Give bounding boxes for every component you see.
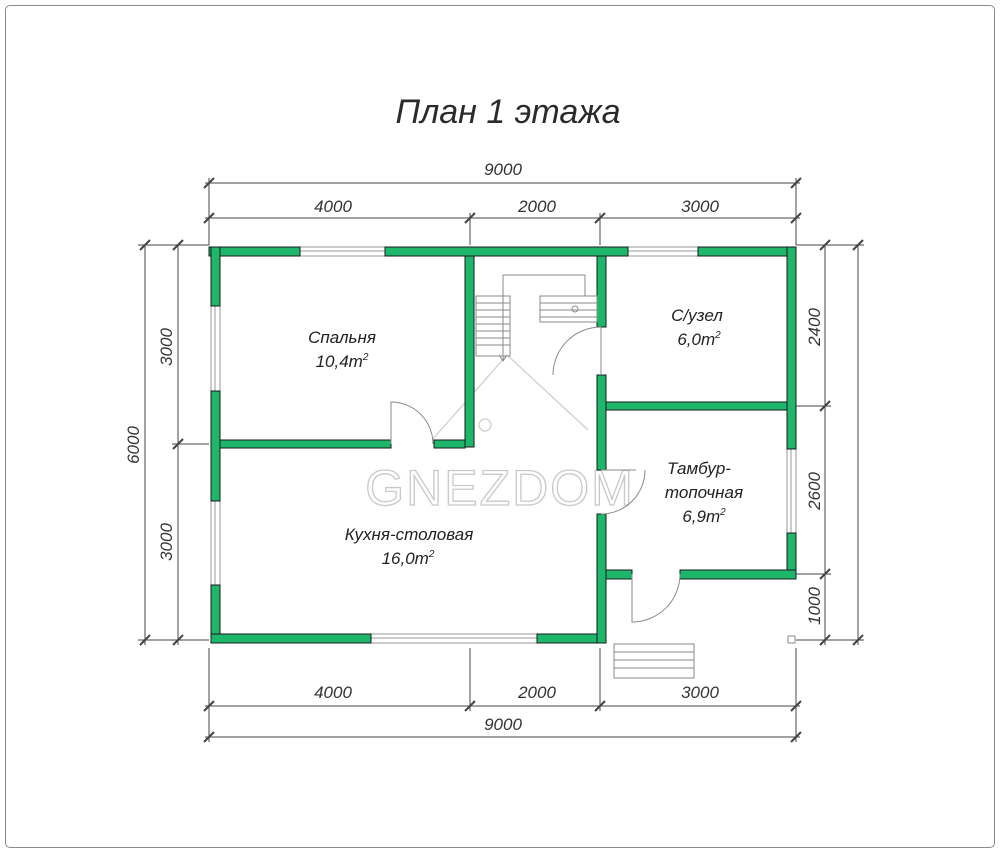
room-area: 6,0m2 <box>677 330 721 349</box>
door-swings <box>390 326 681 623</box>
room-name-line1: Тамбур- <box>667 459 731 478</box>
room-name: С/узел <box>671 306 723 325</box>
wall <box>210 390 221 502</box>
wall <box>596 255 607 328</box>
dim-top-total: 9000 <box>484 160 522 179</box>
porch-steps <box>613 635 796 679</box>
wall <box>605 569 633 580</box>
wall <box>433 439 466 449</box>
dim-bottom-total: 9000 <box>484 715 522 734</box>
wall <box>697 246 797 257</box>
drawing-frame <box>5 5 995 848</box>
wall <box>596 374 607 471</box>
wall <box>536 633 606 644</box>
watermark: GNEZDOM <box>365 354 635 517</box>
dim-bottom-seg-1: 4000 <box>314 683 352 702</box>
watermark-text: GNEZDOM <box>365 460 635 516</box>
room-boiler-vestibule: Тамбур- топочная 6,9m2 <box>665 459 743 526</box>
wall <box>596 513 607 644</box>
dim-top-seg-2: 2000 <box>517 197 556 216</box>
wall <box>210 246 221 307</box>
room-bedroom: Спальня 10,4m2 <box>308 328 376 371</box>
dim-left-seg-1: 3000 <box>157 328 176 366</box>
dim-top-seg-3: 3000 <box>681 197 719 216</box>
room-area: 16,0m2 <box>382 549 435 568</box>
dimension-lines <box>138 177 864 743</box>
wall <box>208 246 301 257</box>
room-bathroom: С/узел 6,0m2 <box>671 306 723 349</box>
dim-right-seg-3: 1000 <box>805 587 824 625</box>
walls <box>208 246 797 644</box>
wall <box>210 584 221 643</box>
dim-left-total: 6000 <box>124 426 143 464</box>
room-area: 10,4m2 <box>316 352 369 371</box>
windows <box>210 246 797 644</box>
room-kitchen-dining: Кухня-столовая 16,0m2 <box>345 525 474 568</box>
wall <box>605 401 788 411</box>
wall <box>786 246 797 450</box>
wall <box>219 439 392 449</box>
dim-bottom-seg-3: 3000 <box>681 683 719 702</box>
room-name: Кухня-столовая <box>345 525 474 544</box>
wall <box>384 246 629 257</box>
dim-right-seg-1: 2400 <box>805 308 824 347</box>
room-area: 6,9m2 <box>682 507 726 526</box>
dim-left-seg-2: 3000 <box>157 523 176 561</box>
room-name: Спальня <box>308 328 376 347</box>
room-name-line2: топочная <box>665 483 743 502</box>
wall <box>679 569 797 580</box>
plan-title: План 1 этажа <box>395 93 620 131</box>
wall <box>464 255 475 448</box>
dim-bottom-seg-2: 2000 <box>517 683 556 702</box>
dim-right-seg-2: 2600 <box>805 472 824 511</box>
wall <box>210 633 372 644</box>
dim-top-seg-1: 4000 <box>314 197 352 216</box>
staircase <box>475 274 598 362</box>
